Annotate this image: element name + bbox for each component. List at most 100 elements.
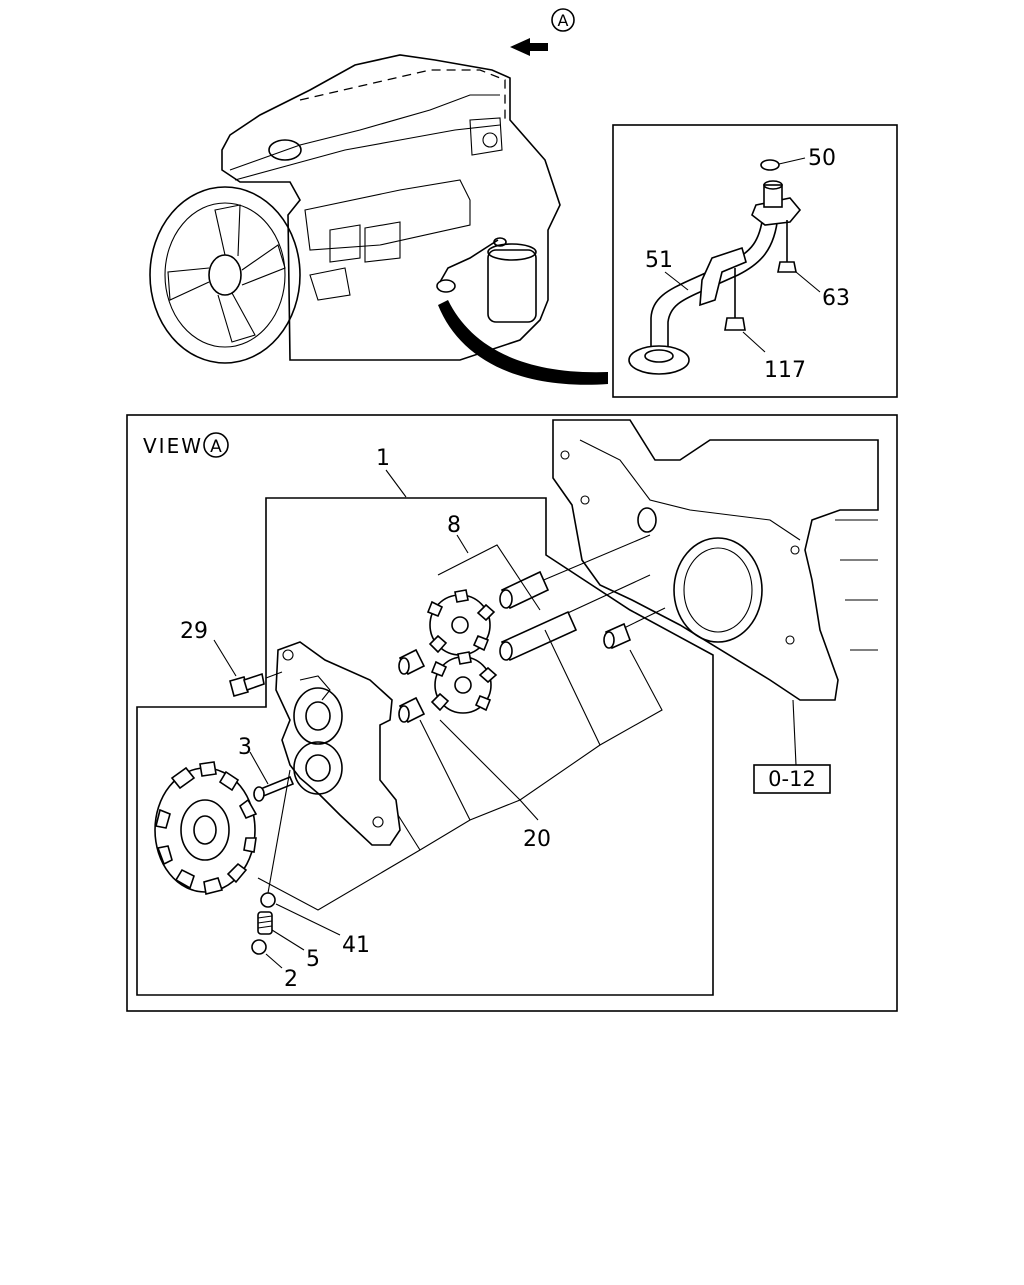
engine-top-hidden-line [299,69,506,120]
plug-2 [251,939,267,955]
bolt-29-alignment [265,671,283,679]
flywheel-outer [149,186,301,364]
strainer-outlet-top [763,180,783,190]
fan-blade-4 [167,267,210,301]
view-marker-top-label: A [558,11,569,30]
bracket-20 [257,629,663,911]
pump-body-boss [299,675,331,701]
ref-2-label: 2 [284,967,298,992]
view-marker-circle [203,432,229,458]
view-marker-label: A [210,437,222,457]
strainer-detail-frame [612,124,898,398]
ref-box-label: 0-12 [768,767,816,791]
pump-body-bore-upper [293,687,343,745]
strainer-pipe-end [436,279,456,293]
front-plate-bore [673,537,763,643]
drive-gear [154,761,258,895]
engine-block-outline [221,54,561,361]
flywheel-inner [164,202,286,348]
fan-blade [214,204,241,257]
ref-8-label: 8 [447,513,461,538]
ref-5-label: 5 [306,947,320,972]
pump-pin-lower [398,696,426,724]
engine-fitting-bolt [482,132,498,148]
ref-3-label: 3 [238,735,252,760]
flywheel-hub [208,254,242,296]
pump-pin-upper [398,648,426,676]
shaft-long [499,610,578,662]
strainer-intake-screen [628,345,690,375]
pump-body-bore-lower-inner [305,754,331,782]
o-ring-50 [760,159,780,171]
bolt-63-head [777,261,797,273]
pin-3 [253,775,295,802]
ref-box-0-12 [753,764,831,794]
strainer-intake-inner [644,349,674,363]
bushing [603,622,632,650]
ref-29-label: 29 [180,619,208,644]
leader-3 [249,751,269,785]
shaft-upper [499,570,550,610]
cylinder-head-line [229,94,500,171]
pump-body-bolt-hole-2 [372,816,384,828]
relief-spring-5 [257,911,273,935]
bolt-117-head [724,317,746,331]
intake-manifold [304,179,471,251]
strainer-bracket [699,246,747,307]
pump-body-bore-upper-inner [305,701,331,731]
view-label: VIEW [143,434,203,458]
engine-bracket [309,267,351,301]
ref-20-label: 20 [523,827,551,852]
ref-51-label: 51 [645,248,673,273]
leader-8 [456,534,469,554]
plate-hole-3 [790,545,800,555]
leader-2 [265,953,283,969]
oil-filler-cap [268,139,302,161]
strainer-detail: 50 63 117 51 [612,124,898,398]
oil-filter-canister [487,249,537,323]
plate-hole [560,450,570,460]
leader-0-12 [792,699,797,766]
ref-50-label: 50 [808,146,836,171]
engine-overview: A [149,8,608,385]
leader-5 [271,929,305,951]
plate-hole-4 [785,635,795,645]
plate-hole-2 [580,495,590,505]
oil-pump-body [275,641,401,846]
ref-63-label: 63 [822,286,850,311]
strainer-flange-small [493,237,507,247]
engine-fitting [469,117,503,156]
detail-indicator-arrow [438,300,608,385]
leader-1 [385,469,407,498]
leader-117 [742,331,766,353]
view-direction-arrow [510,38,548,56]
bolt-29 [229,672,265,697]
ref-1-label: 1 [376,446,390,471]
front-plate-edge [579,439,801,541]
plate-dowel-hole [637,507,657,533]
leader-63 [795,271,821,293]
ref-117-label: 117 [764,358,806,383]
oil-strainer-pipe [650,214,764,350]
leader-51 [664,271,689,291]
fan-blade-2 [241,244,286,286]
leader-29 [213,639,237,677]
strainer-outlet-tube [763,184,783,208]
leader-20 [519,799,539,821]
pump-body-bolt-hole [282,649,294,661]
engine-front-plate [552,419,879,701]
fan-blade-3 [217,292,256,343]
front-plate-bore-inner [683,547,753,633]
leader-41 [275,903,341,936]
cylinder-head-line-2 [234,124,501,181]
relief-ball-41 [260,892,276,908]
view-a-frame [126,414,898,1012]
oil-filter-top [487,243,537,261]
manifold-port [329,224,361,263]
ref-41-label: 41 [342,933,370,958]
view-a-detail: VIEW A 1 0-12 [126,414,898,1012]
pump-gear-upper [426,589,496,656]
leader-50 [778,157,806,165]
